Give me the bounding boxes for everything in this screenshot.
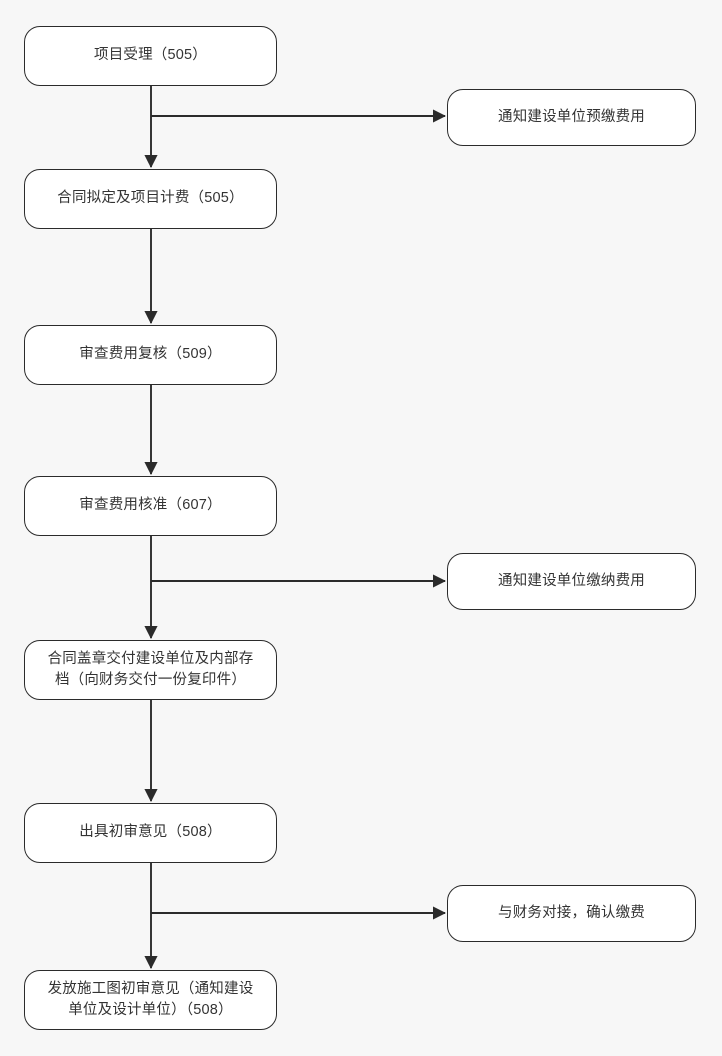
node-label: 合同盖章交付建设单位及内部存 档（向财务交付一份复印件）: [47, 650, 254, 688]
node-label: 审查费用核准（607）: [79, 497, 222, 514]
node-label: 出具初审意见（508）: [79, 824, 222, 841]
node-finance-confirm-payment[interactable]: 与财务对接，确认缴费: [447, 885, 696, 942]
node-label: 通知建设单位缴纳费用: [498, 572, 645, 589]
node-contract-stamping-delivery[interactable]: 合同盖章交付建设单位及内部存 档（向财务交付一份复印件）: [24, 640, 277, 700]
node-label: 项目受理（505）: [94, 47, 207, 64]
node-label: 合同拟定及项目计费（505）: [57, 190, 244, 207]
node-release-drawing-opinion[interactable]: 发放施工图初审意见（通知建设 单位及设计单位）（508）: [24, 970, 277, 1030]
node-label: 发放施工图初审意见（通知建设 单位及设计单位）（508）: [47, 980, 254, 1018]
node-issue-preliminary-opinion[interactable]: 出具初审意见（508）: [24, 803, 277, 863]
node-contract-drafting-and-fee[interactable]: 合同拟定及项目计费（505）: [24, 169, 277, 229]
node-label: 通知建设单位预缴费用: [498, 108, 645, 125]
node-label: 审查费用复核（509）: [79, 346, 222, 363]
node-notify-prepayment[interactable]: 通知建设单位预缴费用: [447, 89, 696, 146]
node-project-acceptance[interactable]: 项目受理（505）: [24, 26, 277, 86]
node-label: 与财务对接，确认缴费: [498, 904, 645, 921]
node-notify-payment[interactable]: 通知建设单位缴纳费用: [447, 553, 696, 610]
node-fee-review[interactable]: 审查费用复核（509）: [24, 325, 277, 385]
node-fee-approval[interactable]: 审查费用核准（607）: [24, 476, 277, 536]
